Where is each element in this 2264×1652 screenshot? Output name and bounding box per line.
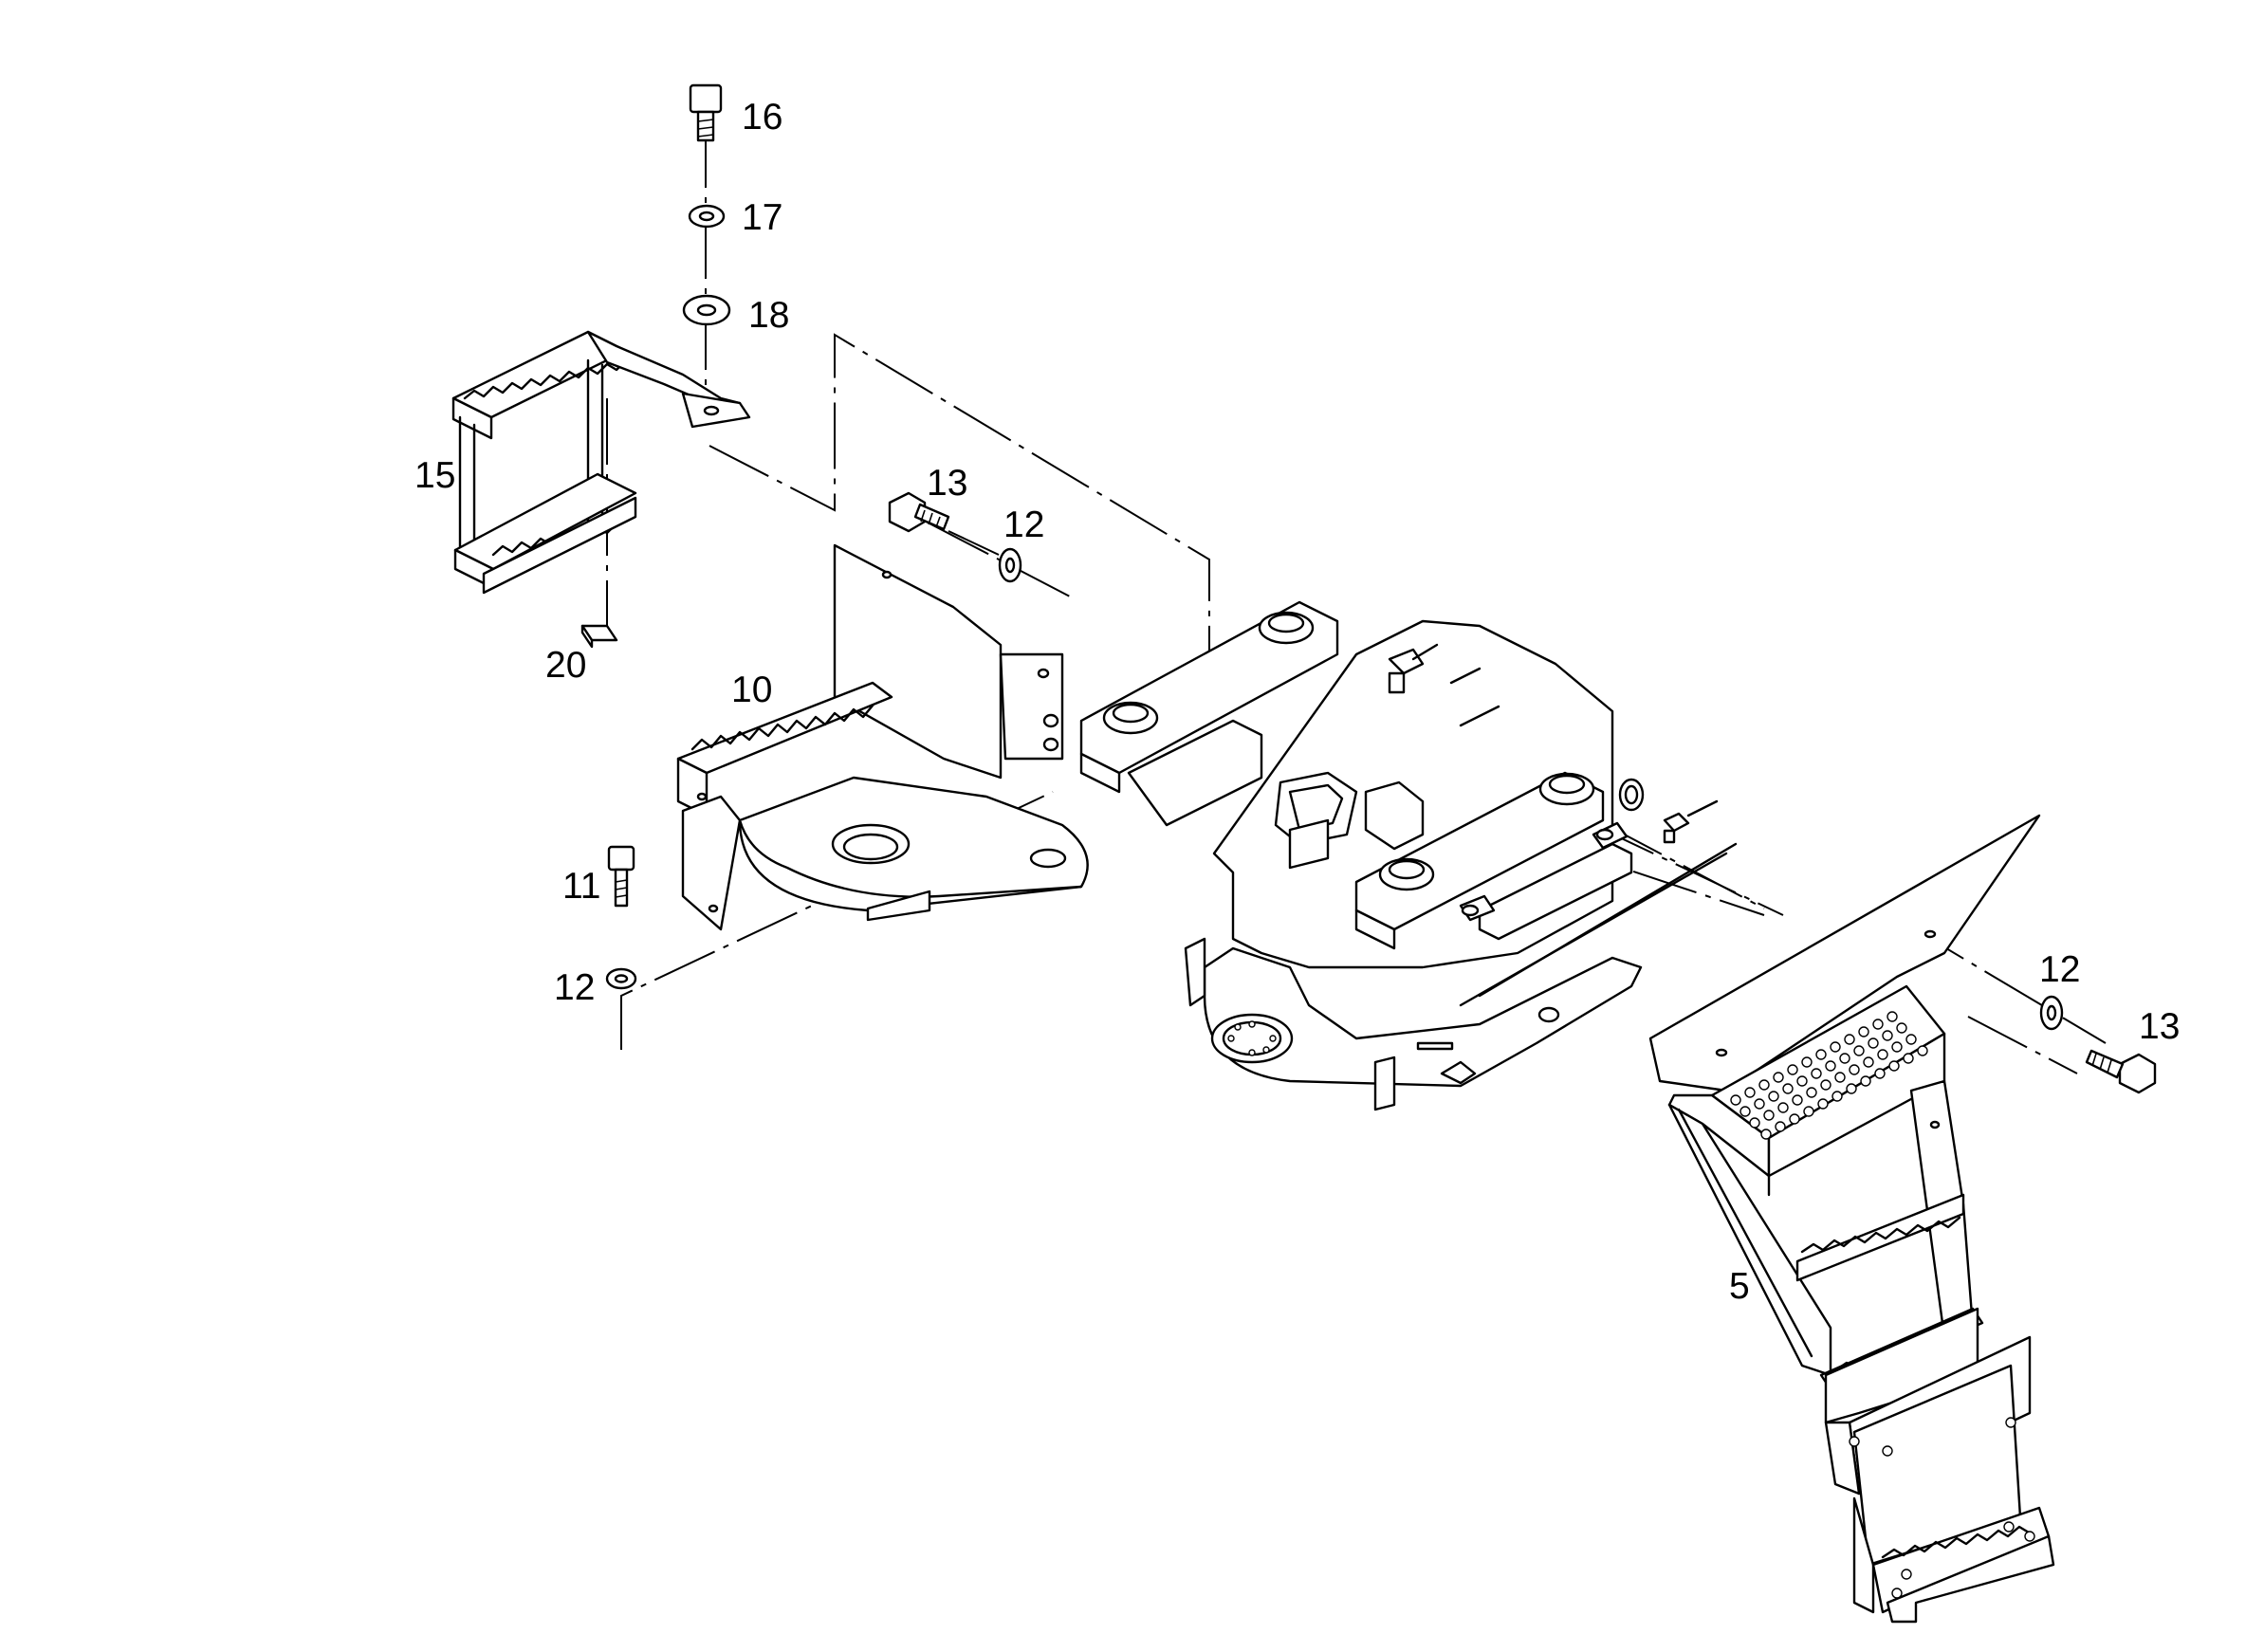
step-bracket-10-icon <box>676 543 1089 931</box>
lock-washer-17-icon <box>688 204 726 229</box>
ladder-step-5-icon <box>1648 814 2055 1624</box>
bolt-11-icon <box>607 845 635 908</box>
bolt-13-right-icon <box>2085 1049 2157 1094</box>
callout-16: 16 <box>742 97 783 138</box>
washer-12-upper-icon <box>998 547 1022 583</box>
callout-18: 18 <box>748 295 790 336</box>
washer-18-icon <box>682 294 731 326</box>
callout-17: 17 <box>742 197 783 238</box>
washer-12-right-icon <box>2039 995 2064 1031</box>
callout-10: 10 <box>731 670 773 710</box>
bolt-13-left-icon <box>888 491 950 533</box>
callout-15: 15 <box>414 455 456 496</box>
callout-5: 5 <box>1729 1266 1750 1307</box>
main-frame-icon <box>1079 600 1738 1111</box>
pad-20-icon <box>580 624 618 649</box>
washer-12-lower-icon <box>605 967 637 990</box>
callout-13-upper: 13 <box>927 463 968 504</box>
bolt-16-icon <box>689 83 723 142</box>
step-bracket-15-icon <box>451 330 751 595</box>
callout-11: 11 <box>562 866 601 907</box>
callout-13-right: 13 <box>2139 1006 2181 1047</box>
callout-12-lower: 12 <box>554 967 596 1008</box>
callout-12-upper: 12 <box>1003 505 1045 545</box>
callout-12-right: 12 <box>2039 949 2081 990</box>
callout-20: 20 <box>545 645 587 686</box>
